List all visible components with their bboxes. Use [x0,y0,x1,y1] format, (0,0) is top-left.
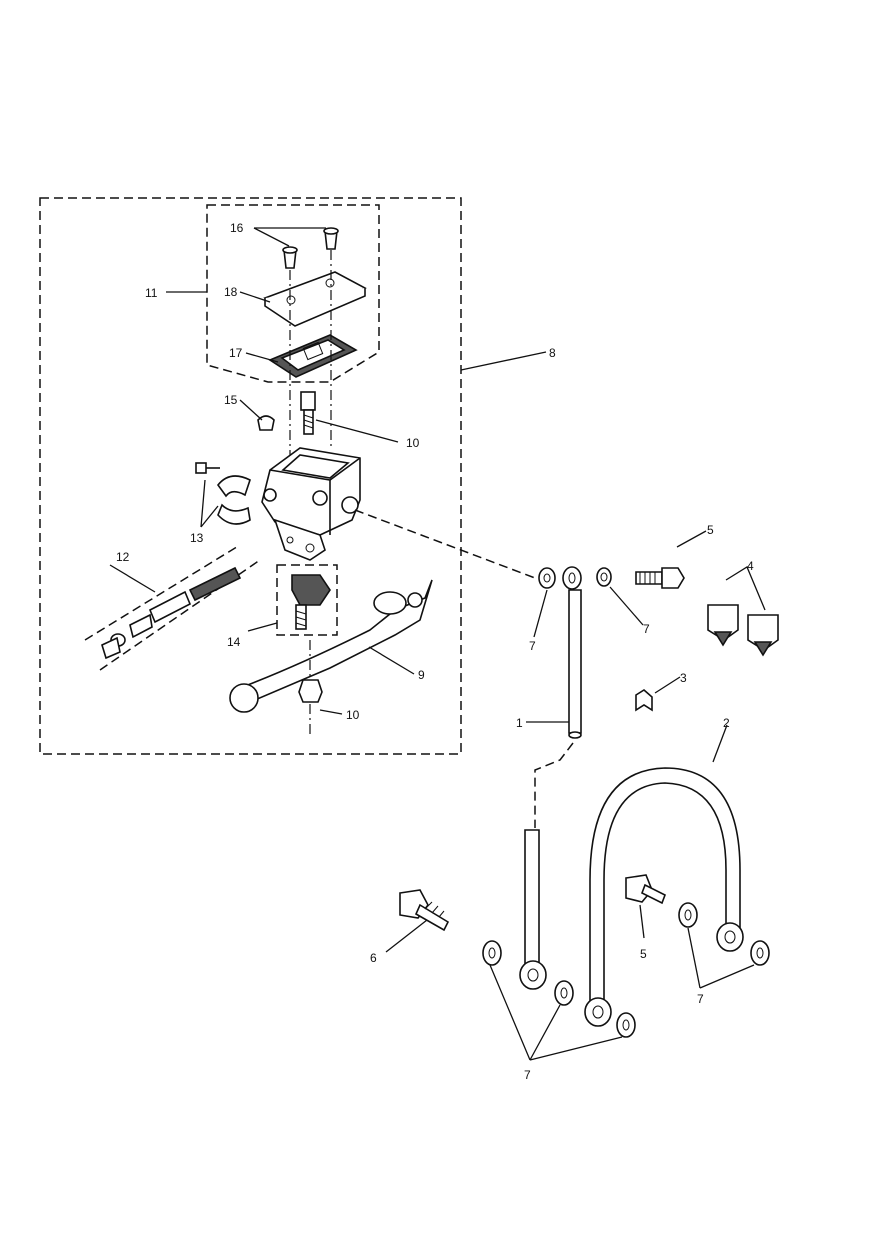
callout-10-lower: 10 [346,708,360,722]
callout-7-lower-right: 7 [697,992,704,1006]
callout-14: 14 [227,635,241,649]
reservoir-cap-kit-boundary [206,204,380,383]
callout-13: 13 [190,531,204,545]
brake-hose-upper [534,589,582,828]
callout-10-upper: 10 [406,436,420,450]
pivot-nut [298,640,323,735]
callout-8: 8 [549,346,556,360]
callout-12: 12 [116,550,130,564]
lower-left-banjo-fittings [399,889,636,1038]
callout-15: 15 [224,393,238,407]
callout-3: 3 [680,671,687,685]
upper-banjo-fittings [538,566,685,590]
callout-7-upper-left: 7 [529,639,536,653]
callout-9: 9 [418,668,425,682]
brake-pipes-lower [524,767,741,1010]
master-cylinder-assembly-boundary [39,197,462,755]
lower-right-banjo-fittings [625,874,770,966]
callout-2: 2 [723,716,730,730]
pivot-bolt [291,574,331,630]
master-cylinder-body [261,447,361,561]
callout-7-upper-right: 7 [643,622,650,636]
reservoir-diaphragm [268,334,358,378]
callout-16: 16 [230,221,244,235]
callout-5-upper: 5 [707,523,714,537]
callout-5-lower: 5 [640,947,647,961]
cap-alignment-lines [289,250,332,460]
callout-18: 18 [224,285,238,299]
cap-screws [282,227,339,269]
callout-labels: 16 11 18 17 15 10 8 13 12 14 9 10 7 7 5 … [116,221,754,1082]
lever-pivot-kit-boundary [276,564,338,636]
callout-17: 17 [229,346,243,360]
callout-7-lower-left: 7 [524,1068,531,1082]
callout-6: 6 [370,951,377,965]
callout-11: 11 [145,286,158,300]
piston-kit [84,544,261,671]
hose-clips [707,604,779,657]
callout-4: 4 [747,559,754,573]
brake-lever [229,579,433,713]
callout-1: 1 [516,716,523,730]
handlebar-clamp [195,462,251,525]
reservoir-cap [263,271,367,327]
p-clip [635,689,653,712]
banjo-bolt-upper [300,391,316,435]
leader-lines [109,227,766,1061]
hose-connection-line [354,509,536,579]
